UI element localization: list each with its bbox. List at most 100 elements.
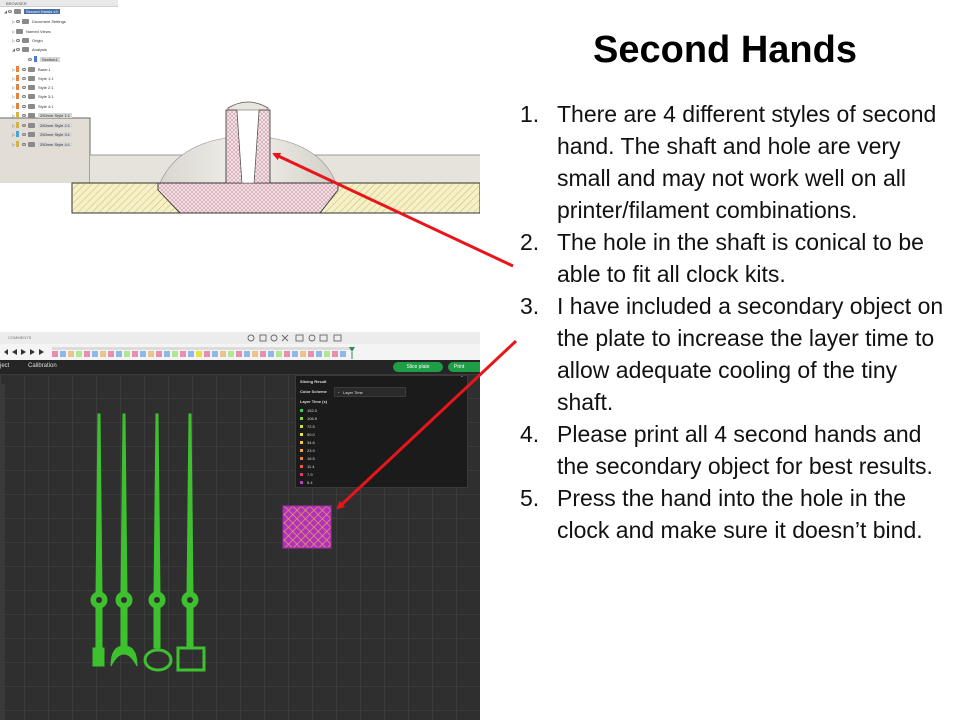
- component-icon: [28, 112, 35, 118]
- secondary-object-cube: [282, 505, 332, 549]
- expand-icon[interactable]: ▷: [12, 75, 16, 81]
- component-color-icon: [16, 141, 19, 147]
- tree-item[interactable]: ▷ 250mm Style 4:1: [12, 140, 73, 148]
- eye-icon[interactable]: [16, 38, 20, 42]
- print-button[interactable]: Print: [448, 362, 480, 372]
- legend-swatch: [300, 417, 303, 420]
- tree-item-label: 250mm Style 1:1: [38, 112, 73, 118]
- component-color-icon: [16, 122, 19, 128]
- eye-icon[interactable]: [22, 142, 26, 146]
- tree-item-label: Style 1:1: [38, 75, 54, 81]
- eye-icon[interactable]: [22, 104, 26, 108]
- tab-calibration[interactable]: Calibration: [28, 363, 57, 369]
- tree-item[interactable]: ▷250mm Style 2:1: [12, 121, 73, 129]
- tree-item[interactable]: ▷ Style 3:1: [12, 92, 54, 100]
- expand-icon[interactable]: ▷: [12, 93, 16, 99]
- list-text: The hole in the shaft is conical to be a…: [557, 229, 924, 287]
- expand-icon[interactable]: ▷: [12, 141, 16, 147]
- build-plate[interactable]: [0, 374, 480, 720]
- eye-icon[interactable]: [22, 113, 26, 117]
- tree-item-root[interactable]: ◢Second Hands v3: [4, 7, 60, 15]
- expand-icon[interactable]: ▷: [12, 131, 16, 137]
- tree-item[interactable]: ▷Style 2:1: [12, 83, 54, 91]
- expand-icon[interactable]: ▷: [12, 18, 16, 24]
- tree-item[interactable]: ▷ Style 1:1: [12, 74, 54, 82]
- tree-item-label: 250mm Style 4:1: [38, 141, 73, 147]
- component-icon: [28, 131, 35, 137]
- list-text: Please print all 4 second hands and the …: [557, 421, 933, 479]
- eye-icon[interactable]: [22, 67, 26, 71]
- eye-icon[interactable]: [22, 132, 26, 136]
- browser-panel: BROWSER ◢Second Hands v3 ▷Document Setti…: [0, 0, 118, 150]
- expand-icon[interactable]: ▷: [12, 112, 16, 118]
- list-text: Press the hand into the hole in the cloc…: [557, 485, 923, 543]
- expand-icon[interactable]: ▷: [12, 37, 16, 43]
- component-icon: [28, 141, 35, 147]
- slide-title: Second Hands: [593, 29, 857, 71]
- expand-icon[interactable]: ▷: [12, 122, 16, 128]
- color-scheme-value: Layer Time: [343, 390, 363, 395]
- tree-item[interactable]: ▷Origin: [12, 36, 43, 44]
- tree-item[interactable]: ▷Base:1: [12, 65, 50, 73]
- eye-icon[interactable]: [22, 85, 26, 89]
- collapse-icon[interactable]: ◢: [12, 46, 16, 52]
- component-icon: [28, 75, 35, 81]
- component-icon: [28, 66, 35, 72]
- tree-item-section[interactable]: Section1: [28, 55, 60, 63]
- legend-row: 72.5: [300, 424, 315, 429]
- legend-title: Layer Time (s): [300, 399, 328, 404]
- expand-icon[interactable]: ▷: [12, 28, 16, 34]
- eye-icon[interactable]: [8, 9, 12, 13]
- expand-icon[interactable]: ▷: [12, 84, 16, 90]
- legend-swatch: [300, 449, 303, 452]
- second-hands: [90, 413, 206, 672]
- component-icon: [28, 122, 35, 128]
- tree-item[interactable]: ◢Analysis: [12, 45, 47, 53]
- legend-swatch: [300, 441, 303, 444]
- component-color-icon: [16, 93, 19, 99]
- eye-icon[interactable]: [22, 94, 26, 98]
- legend-value: 152.0: [307, 408, 318, 413]
- eye-icon[interactable]: [16, 47, 20, 51]
- instruction-list: 1.There are 4 different styles of second…: [520, 98, 950, 546]
- tree-item[interactable]: ▷250mm Style 3:1: [12, 130, 73, 138]
- eye-icon[interactable]: [28, 57, 32, 61]
- slice-plate-button[interactable]: Slice plate: [393, 362, 443, 372]
- tree-item[interactable]: ▷ 250mm Style 1:1: [12, 111, 73, 119]
- timeline-controls[interactable]: [0, 344, 480, 360]
- expand-icon[interactable]: ▷: [12, 103, 16, 109]
- component-color-icon: [16, 131, 19, 137]
- tab-object[interactable]: ject: [0, 363, 10, 369]
- collapse-icon[interactable]: ◢: [4, 8, 8, 14]
- list-item: 1.There are 4 different styles of second…: [520, 98, 950, 226]
- tree-item[interactable]: ▷Document Settings: [12, 17, 66, 25]
- toolbar-icons[interactable]: [246, 333, 346, 343]
- list-number: 1.: [520, 101, 540, 127]
- color-scheme-select[interactable]: ⌄ Layer Time: [334, 387, 406, 397]
- legend-value: 5.4: [307, 480, 313, 485]
- legend-value: 7.9: [307, 472, 313, 477]
- component-color-icon: [16, 84, 19, 90]
- expand-icon[interactable]: ▷: [12, 66, 16, 72]
- legend-value: 11.4: [307, 464, 315, 469]
- slicing-result-panel: Slicing Result ˆ Color Scheme ⌄ Layer Ti…: [295, 375, 468, 488]
- tree-item-label: Style 3:1: [38, 93, 54, 99]
- legend-row: 106.9: [300, 416, 317, 421]
- slicer-tab-bar: ject Calibration Slice plate Print: [0, 360, 480, 375]
- folder-icon: [22, 46, 29, 52]
- eye-icon[interactable]: [22, 123, 26, 127]
- tree-item-label: Named Views: [26, 28, 51, 34]
- eye-icon[interactable]: [22, 76, 26, 80]
- tree-item[interactable]: ▷ Named Views: [12, 27, 51, 35]
- tree-item[interactable]: ▷Style 4:1: [12, 102, 54, 110]
- legend-swatch: [300, 465, 303, 468]
- legend-swatch: [300, 457, 303, 460]
- eye-icon[interactable]: [16, 19, 20, 23]
- cad-section-view-screenshot: BROWSER ◢Second Hands v3 ▷Document Setti…: [0, 0, 480, 270]
- component-icon: [28, 84, 35, 90]
- doc-icon: [14, 8, 21, 14]
- browser-title: BROWSER: [6, 1, 27, 6]
- section-icon: [34, 56, 37, 62]
- collapse-icon[interactable]: ˆ: [461, 377, 463, 383]
- timeline-bar[interactable]: [0, 344, 480, 361]
